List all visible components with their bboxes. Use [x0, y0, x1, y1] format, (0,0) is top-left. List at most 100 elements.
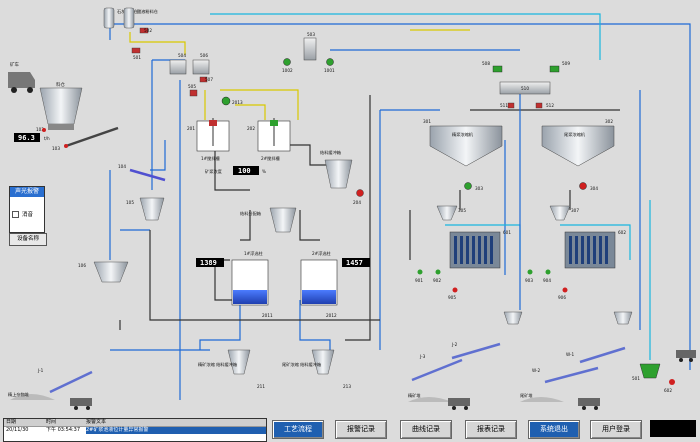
ore-hopper: 料仓: [39, 81, 83, 130]
svg-text:104: 104: [118, 164, 126, 169]
svg-text:302: 302: [605, 119, 613, 124]
svg-text:201: 201: [187, 126, 195, 131]
mute-checkbox[interactable]: [12, 210, 19, 218]
col-time: 时间: [46, 419, 57, 425]
tank-510: 510: [499, 81, 551, 95]
svg-text:1#搅拌槽: 1#搅拌槽: [201, 155, 221, 162]
cyclone-105: 105: [126, 197, 165, 221]
buffer-211: 精矿浓缩 结料缓冲箱 211: [198, 349, 265, 389]
conveyor-j1: J-1: [37, 368, 93, 394]
svg-text:502: 502: [144, 28, 152, 33]
svg-text:105: 105: [126, 200, 134, 205]
svg-text:96.3: 96.3: [18, 134, 35, 142]
svg-text:矿车: 矿车: [10, 61, 19, 68]
mine-truck-icon: 矿车: [8, 61, 35, 93]
reagent-tank-506: 506: [192, 53, 210, 75]
valve-505[interactable]: 505: [188, 84, 198, 97]
svg-text:901: 901: [415, 278, 423, 283]
valve-512[interactable]: 512: [535, 102, 554, 109]
svg-text:2#浮选柱: 2#浮选柱: [312, 250, 332, 257]
valve-501[interactable]: 501: [131, 47, 141, 60]
cone-307: 307: [549, 205, 579, 221]
svg-text:尾矿浓缩 结料缓冲箱: 尾矿浓缩 结料缓冲箱: [282, 361, 321, 368]
svg-text:2011: 2011: [262, 313, 273, 318]
pump-2013[interactable]: 2013: [221, 96, 243, 106]
alarm-event-table: 日期 时间 报警文本 20/11/30 下午 03:54:37 2#矿浆池液位计…: [3, 418, 267, 442]
svg-text:J-2: J-2: [451, 342, 458, 347]
svg-text:213: 213: [343, 384, 351, 389]
flow-readout: 96.3 t/h 102: [14, 127, 50, 142]
svg-text:精上杂物堆: 精上杂物堆: [8, 391, 29, 398]
bin-right: [613, 311, 633, 325]
svg-text:307: 307: [571, 208, 579, 213]
conveyor-j2: J-2: [451, 342, 501, 360]
svg-text:904: 904: [543, 278, 551, 283]
svg-text:103: 103: [52, 146, 60, 151]
svg-text:507: 507: [205, 77, 213, 82]
col-date: 日期: [6, 419, 17, 425]
truck-bottom-left-icon: [70, 398, 92, 410]
mute-toggle[interactable]: 消音: [10, 207, 44, 218]
filter-press-left: 601: [449, 230, 511, 269]
svg-text:1001: 1001: [324, 68, 335, 73]
valve-511[interactable]: 511: [500, 102, 515, 109]
pump-303[interactable]: 303: [464, 182, 484, 192]
table-header: 日期 时间 报警文本: [4, 419, 266, 427]
svg-text:J-1: J-1: [37, 368, 44, 373]
pump-304[interactable]: 304: [579, 182, 599, 192]
svg-text:510: 510: [521, 86, 529, 91]
svg-text:1#浮选柱: 1#浮选柱: [244, 250, 264, 257]
svg-text:W-1: W-1: [566, 352, 574, 357]
valve-502[interactable]: 502: [139, 27, 152, 34]
status-display: [650, 420, 696, 437]
screen-106: 106: [78, 261, 129, 283]
curve-records-button[interactable]: 曲线记录: [400, 420, 452, 439]
pump-508[interactable]: 508: [482, 61, 503, 73]
pump-1002[interactable]: 1002: [282, 58, 293, 74]
svg-text:%: %: [262, 169, 266, 174]
cone-305: 305: [436, 205, 466, 221]
svg-text:202: 202: [247, 126, 255, 131]
svg-text:902: 902: [433, 278, 441, 283]
svg-text:W-2: W-2: [532, 368, 540, 373]
report-records-button[interactable]: 报表记录: [465, 420, 517, 439]
truck-right-icon: [676, 350, 696, 362]
svg-text:矿浆浓度: 矿浆浓度: [205, 168, 223, 175]
svg-text:305: 305: [458, 208, 466, 213]
dosing-tank-503: 503: [303, 32, 317, 61]
pile-right: 尾矿堆: [520, 392, 564, 402]
process-flow-button[interactable]: 工艺流程: [272, 420, 324, 439]
device-name-button[interactable]: 设备名称: [9, 233, 47, 246]
density-readout: 矿浆浓度 100 %: [205, 166, 266, 175]
sound-light-alarm-panel: 声光报警 消音: [9, 186, 45, 233]
svg-text:2#搅拌槽: 2#搅拌槽: [261, 155, 281, 162]
dosing-tank-right: 酸液粉料仓: [123, 7, 159, 29]
svg-text:2012: 2012: [326, 313, 337, 318]
svg-text:512: 512: [546, 103, 554, 108]
svg-text:精矿堆: 精矿堆: [408, 392, 421, 399]
svg-text:精浆浓缩机: 精浆浓缩机: [452, 131, 474, 138]
valve-507[interactable]: 507: [199, 76, 213, 83]
mute-label: 消音: [22, 212, 34, 218]
col-text: 报警文本: [86, 419, 107, 425]
flotation-column-1: 1#浮选柱 1389 2011: [196, 250, 273, 318]
svg-text:509: 509: [562, 61, 570, 66]
svg-text:602: 602: [664, 388, 672, 393]
svg-text:1457: 1457: [346, 259, 363, 267]
pump-509[interactable]: 509: [549, 61, 570, 73]
user-login-button[interactable]: 用户登录: [590, 420, 642, 439]
svg-text:尾矿堆: 尾矿堆: [520, 392, 533, 399]
flotation-column-2: 2#浮选柱 1457 2012: [300, 250, 370, 318]
svg-text:906: 906: [558, 295, 566, 300]
buffer-tank-204: 结料缓冲箱 204: [320, 149, 364, 205]
pump-1001[interactable]: 1001: [324, 58, 335, 74]
alarm-records-button[interactable]: 报警记录: [335, 420, 387, 439]
cell-time: 下午 03:54:37: [46, 427, 81, 433]
table-row[interactable]: 20/11/30 下午 03:54:37 2#矿浆池液位计量异常报警: [4, 427, 266, 434]
svg-text:505: 505: [188, 84, 196, 89]
cell-text: 2#矿浆池液位计量异常报警: [86, 427, 266, 434]
system-exit-button[interactable]: 系统退出: [528, 420, 580, 439]
svg-text:301: 301: [423, 119, 431, 124]
tank-601-bottom: 501 602: [632, 363, 675, 393]
